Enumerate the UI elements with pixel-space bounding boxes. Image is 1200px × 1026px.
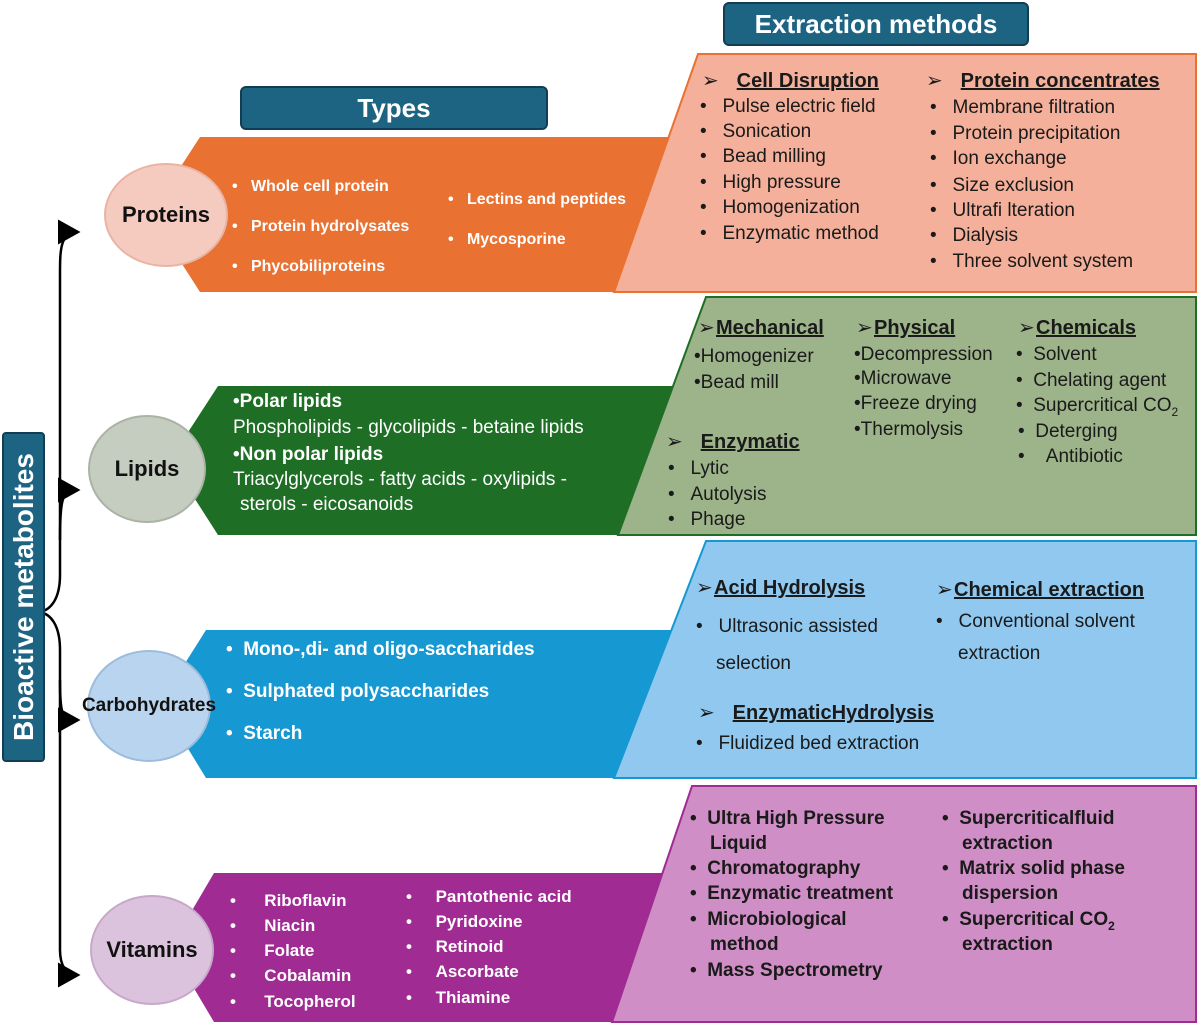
proteins-types-band <box>150 137 672 292</box>
vitamins-circle: Vitamins <box>90 895 214 1005</box>
vitamins-method: • Matrix solid phase <box>942 858 1125 879</box>
vitamins-method: • Supercritical CO2 <box>942 909 1115 933</box>
proteins-method2-title: ➢ Protein concentrates <box>926 70 1160 92</box>
vitamins-method: extraction <box>962 934 1053 955</box>
lipids-circle: Lipids <box>88 415 206 523</box>
proteins-method1-title: ➢ Cell Disruption <box>702 70 879 92</box>
proteins-method2-item: • Ultrafi lteration <box>930 200 1075 221</box>
lipids-polar-items: Phospholipids - glycolipids - betaine li… <box>233 417 584 438</box>
lipids-nonpolar-line1: Triacylglycerols - fatty acids - oxylipi… <box>233 469 567 490</box>
lipids-nonpolar-line2: sterols - eicosanoids <box>240 494 414 515</box>
carbs-enzymatic-item: • Fluidized bed extraction <box>696 733 920 754</box>
proteins-method1-item: • Pulse electric field <box>700 96 876 117</box>
vitamins-type: • Tocopherol <box>230 992 356 1011</box>
proteins-method2-item: • Three solvent system <box>930 251 1134 272</box>
vitamins-type: • Pyridoxine <box>406 912 523 931</box>
vitamins-types-band <box>170 873 672 1022</box>
lipids-mechanical-title: ➢Mechanical <box>698 317 824 339</box>
lipids-mechanical-item: •Bead mill <box>694 372 779 393</box>
proteins-circle: Proteins <box>104 163 228 267</box>
carbs-types-band <box>160 630 672 778</box>
vitamins-type: • Thiamine <box>406 988 511 1007</box>
lipids-chemicals-item: • Solvent <box>1016 344 1097 365</box>
vitamins-type: • Retinoid <box>406 937 504 956</box>
carbs-acid-title: ➢Acid Hydrolysis <box>696 577 866 599</box>
lipids-mechanical-item: •Homogenizer <box>694 346 814 367</box>
proteins-method2-item: • Membrane filtration <box>930 97 1116 118</box>
proteins-method2-item: • Size exclusion <box>930 175 1074 196</box>
carbs-chemical-line2: extraction <box>958 643 1041 664</box>
carbohydrates-circle: Carbohydrates <box>82 650 216 762</box>
lipids-chemicals-item: • Antibiotic <box>1018 446 1123 467</box>
vitamins-method: • Chromatography <box>690 858 861 879</box>
lipids-physical-item: •Freeze drying <box>854 393 977 414</box>
vitamins-method: • Ultra High Pressure <box>690 808 885 829</box>
vitamins-type: • Ascorbate <box>406 962 519 981</box>
carbs-methods-panel <box>612 540 1197 779</box>
vitamins-method: method <box>710 934 779 955</box>
vitamins-method: extraction <box>962 833 1053 854</box>
carbs-type-1: • Mono-,di- and oligo-saccharides <box>226 639 535 660</box>
lipids-enzymatic-title: ➢ Enzymatic <box>666 431 800 453</box>
lipids-methods-panel <box>616 296 1197 536</box>
lipids-chemicals-title: ➢Chemicals <box>1018 317 1137 339</box>
proteins-method2-item: • Dialysis <box>930 225 1018 246</box>
vitamins-type: • Riboflavin <box>230 891 347 910</box>
lipids-physical-item: •Thermolysis <box>854 419 964 440</box>
proteins-method1-item: • Homogenization <box>700 197 860 218</box>
lipids-physical-item: •Decompression <box>854 344 993 365</box>
proteins-method2-item: • Protein precipitation <box>930 123 1121 144</box>
extraction-header: Extraction methods <box>723 2 1029 46</box>
side-label: Bioactive metabolites <box>8 453 39 741</box>
types-header: Types <box>240 86 548 130</box>
bracket-connector <box>39 219 81 988</box>
lipids-physical-title: ➢Physical <box>856 317 956 339</box>
proteins-type-2: • Protein hydrolysates <box>232 218 410 235</box>
lipids-enzymatic-item: • Phage <box>668 509 746 530</box>
proteins-type-5: • Mycosporine <box>448 231 566 248</box>
carbs-type-3: • Starch <box>226 723 303 744</box>
carbs-type-2: • Sulphated polysaccharides <box>226 681 490 702</box>
vitamins-method: dispersion <box>962 883 1059 904</box>
lipids-enzymatic-item: • Lytic <box>668 458 729 479</box>
side-label-box <box>2 432 45 762</box>
proteins-method1-item: • Sonication <box>700 121 812 142</box>
proteins-type-4: • Lectins and peptides <box>448 191 627 208</box>
carbs-chemical-line1: • Conventional solvent <box>936 611 1135 632</box>
vitamins-method: • Mass Spectrometry <box>690 960 883 981</box>
carbs-chemical-title: ➢Chemical extraction <box>936 579 1145 601</box>
vitamins-method: • Microbiological <box>690 909 847 930</box>
carbs-acid-line2: selection <box>716 653 791 674</box>
lipids-physical-item: •Microwave <box>854 368 952 389</box>
vitamins-type: • Pantothenic acid <box>406 887 572 906</box>
vitamins-type: • Cobalamin <box>230 966 352 985</box>
lipids-types-band <box>170 386 672 535</box>
lipids-polar-title: •Polar lipids <box>233 391 343 412</box>
lipids-chemicals-item: • Deterging <box>1018 421 1118 442</box>
vitamins-methods-panel <box>610 785 1197 1023</box>
vitamins-method: Liquid <box>710 833 767 854</box>
proteins-method2-item: • Ion exchange <box>930 148 1067 169</box>
lipids-chemicals-item: • Supercritical CO2 <box>1016 395 1179 419</box>
proteins-methods-panel <box>612 53 1197 293</box>
proteins-method1-item: • High pressure <box>700 172 841 193</box>
lipids-enzymatic-item: • Autolysis <box>668 484 767 505</box>
carbs-enzymatic-title: ➢ EnzymaticHydrolysis <box>698 702 934 724</box>
proteins-type-1: • Whole cell protein <box>232 178 389 195</box>
carbs-acid-line1: • Ultrasonic assisted <box>696 616 878 637</box>
vitamins-type: • Niacin <box>230 916 316 935</box>
vitamins-method: • Supercriticalfluid <box>942 808 1115 829</box>
lipids-nonpolar-title: •Non polar lipids <box>233 444 384 465</box>
proteins-type-3: • Phycobiliproteins <box>232 258 386 275</box>
vitamins-method: • Enzymatic treatment <box>690 883 894 904</box>
lipids-chemicals-item: • Chelating agent <box>1016 370 1167 391</box>
proteins-method1-item: • Enzymatic method <box>700 223 879 244</box>
proteins-method1-item: • Bead milling <box>700 146 826 167</box>
vitamins-type: • Folate <box>230 941 315 960</box>
